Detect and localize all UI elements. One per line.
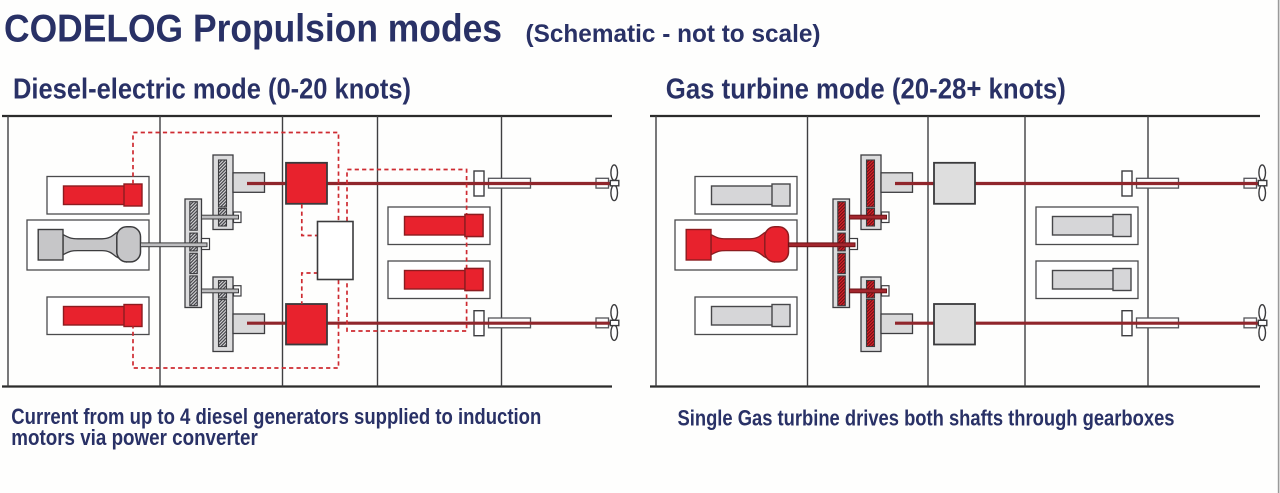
svg-text:motors via power converter: motors via power converter — [11, 425, 258, 450]
svg-text:(Schematic - not to scale): (Schematic - not to scale) — [526, 21, 821, 48]
svg-text:Current from up to 4 diesel ge: Current from up to 4 diesel generators s… — [11, 404, 541, 429]
svg-text:Diesel-electric mode (0-20 kno: Diesel-electric mode (0-20 knots) — [13, 73, 411, 105]
svg-text:Single Gas turbine drives both: Single Gas turbine drives both shafts th… — [678, 406, 1175, 431]
svg-text:CODELOG Propulsion modes: CODELOG Propulsion modes — [4, 8, 502, 51]
svg-text:Gas turbine mode (20-28+ knots: Gas turbine mode (20-28+ knots) — [666, 73, 1066, 105]
